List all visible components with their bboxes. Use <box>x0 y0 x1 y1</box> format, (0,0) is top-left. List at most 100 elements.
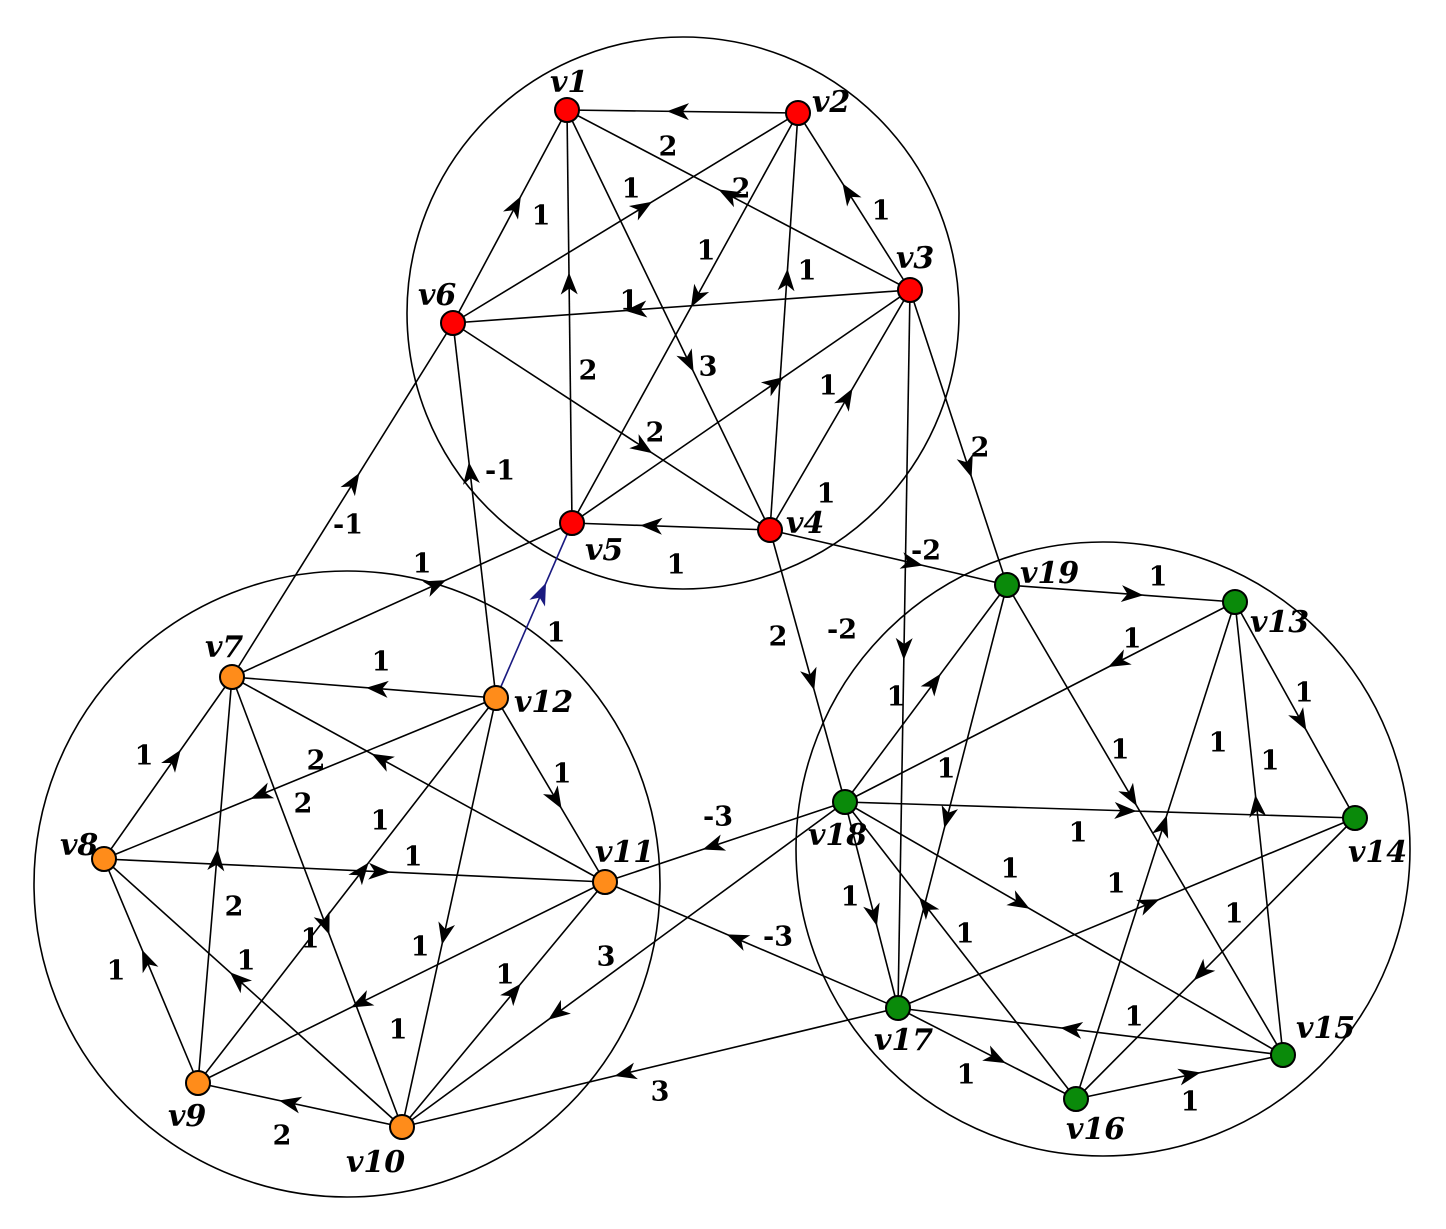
arrowhead <box>250 782 275 799</box>
arrowhead <box>229 972 252 994</box>
arrowhead <box>207 848 225 872</box>
edge-v18-v15 <box>844 801 1284 1056</box>
node-v18 <box>832 789 858 815</box>
node-label-v15: v15 <box>1296 1011 1355 1046</box>
edge-v9-v7 <box>197 676 233 1084</box>
edge-weight-label: 1 <box>841 882 860 913</box>
node-label-v1: v1 <box>550 65 588 100</box>
arrowhead <box>628 201 653 221</box>
edge-v6-v2 <box>452 112 799 324</box>
edge-v9-v8 <box>103 858 199 1084</box>
edge-weight-label: 1 <box>1125 1002 1144 1033</box>
edge-v9-v12 <box>197 697 497 1084</box>
arrowhead <box>919 897 940 920</box>
edge-weight-label: -2 <box>911 536 941 567</box>
arrowhead <box>348 862 369 886</box>
edge-weight-label: 1 <box>872 196 891 227</box>
edge-v4-v5 <box>571 517 771 535</box>
arrowhead <box>438 921 455 945</box>
arrowhead <box>1118 782 1137 806</box>
edge-v17-v14 <box>897 817 1356 1009</box>
node-v5 <box>559 510 585 536</box>
arrowhead <box>1152 815 1169 839</box>
edge-weight-label: 1 <box>1209 728 1228 759</box>
edge-weight-label: 1 <box>798 256 817 287</box>
edge-weight-label: 1 <box>547 618 566 649</box>
edge-weight-label: 1 <box>1111 735 1130 766</box>
edge-weight-label: -3 <box>703 802 733 833</box>
node-v15 <box>1270 1042 1296 1068</box>
arrowhead <box>1193 958 1216 981</box>
node-label-v13: v13 <box>1250 605 1309 640</box>
edge-weight-label: 1 <box>1181 1087 1200 1118</box>
edge-v6-v1 <box>452 109 568 324</box>
edge-weight-label: 1 <box>1107 869 1126 900</box>
edge-v11-v9 <box>197 881 606 1084</box>
edge-weight-label: 1 <box>411 932 430 963</box>
arrowhead <box>1060 1022 1084 1039</box>
arrowhead <box>726 934 751 951</box>
arrowhead <box>560 272 578 295</box>
edge-weight-label: 2 <box>307 746 326 777</box>
arrowhead <box>543 785 562 809</box>
arrowhead <box>1249 794 1267 818</box>
edge-v8-v7 <box>103 676 233 860</box>
edge-weight-label: 1 <box>956 919 975 950</box>
edge-v16-v13 <box>1075 601 1236 1100</box>
node-v13 <box>1222 589 1248 615</box>
node-label-v19: v19 <box>1020 556 1079 591</box>
edge-v3-v17 <box>895 289 913 1009</box>
node-v6 <box>440 310 466 336</box>
arrowhead <box>982 1045 1006 1064</box>
node-label-v17: v17 <box>874 1023 933 1058</box>
edge-weight-label: 2 <box>732 174 751 205</box>
edge-v18-v19 <box>844 584 1008 803</box>
edge-weight-label: 2 <box>659 132 678 163</box>
edge-v17-v16 <box>897 1007 1077 1100</box>
arrowhead <box>842 183 862 207</box>
arrowhead <box>279 1096 303 1114</box>
edge-v3-v19 <box>909 289 1008 586</box>
edge-v6-v4 <box>452 322 771 531</box>
edge-weight-label: 1 <box>1295 678 1314 709</box>
edge-weight-label: 1 <box>957 1060 976 1091</box>
edge-weight-label: 2 <box>273 1121 292 1152</box>
edge-v12-v11 <box>495 697 606 883</box>
edge-v14-v16 <box>1075 817 1356 1100</box>
edge-v15-v17 <box>897 1007 1284 1056</box>
edge-weight-label: 1 <box>404 842 423 873</box>
arrowhead <box>503 196 521 220</box>
edge-weight-label: 1 <box>817 479 836 510</box>
node-label-v12: v12 <box>514 685 573 720</box>
arrowhead <box>956 453 973 478</box>
edge-weight-label: 3 <box>651 1077 670 1108</box>
arrowhead <box>1108 649 1132 667</box>
arrowhead <box>366 680 389 698</box>
edge-weight-label: -3 <box>763 922 793 953</box>
node-label-v18: v18 <box>808 818 867 853</box>
edge-v12-v10 <box>401 697 497 1128</box>
edge-v2-v1 <box>566 103 799 121</box>
edge-v10-v8 <box>103 858 403 1128</box>
edge-v5-v3 <box>571 289 911 524</box>
arrowhead <box>1114 802 1137 819</box>
arrowhead <box>624 300 648 318</box>
edge-weight-label: 1 <box>413 549 432 580</box>
edge-weight-label: 1 <box>937 754 956 785</box>
edge-weight-label: 1 <box>620 286 639 317</box>
edge-v3-v6 <box>452 289 911 324</box>
edge-v19-v15 <box>1006 584 1284 1056</box>
node-label-v11: v11 <box>595 835 654 870</box>
edge-v4-v18 <box>769 529 846 803</box>
edge-weight-label: 2 <box>225 892 244 923</box>
edge-weight-label: 1 <box>1225 899 1244 930</box>
arrowhead <box>1288 707 1307 731</box>
node-v9 <box>185 1070 211 1096</box>
arrowhead <box>800 666 817 691</box>
edge-v2-v5 <box>571 112 799 524</box>
node-label-v10: v10 <box>346 1145 405 1180</box>
edge-v15-v13 <box>1234 601 1284 1056</box>
node-v3 <box>897 277 923 303</box>
edge-weight-label: 3 <box>699 352 718 383</box>
